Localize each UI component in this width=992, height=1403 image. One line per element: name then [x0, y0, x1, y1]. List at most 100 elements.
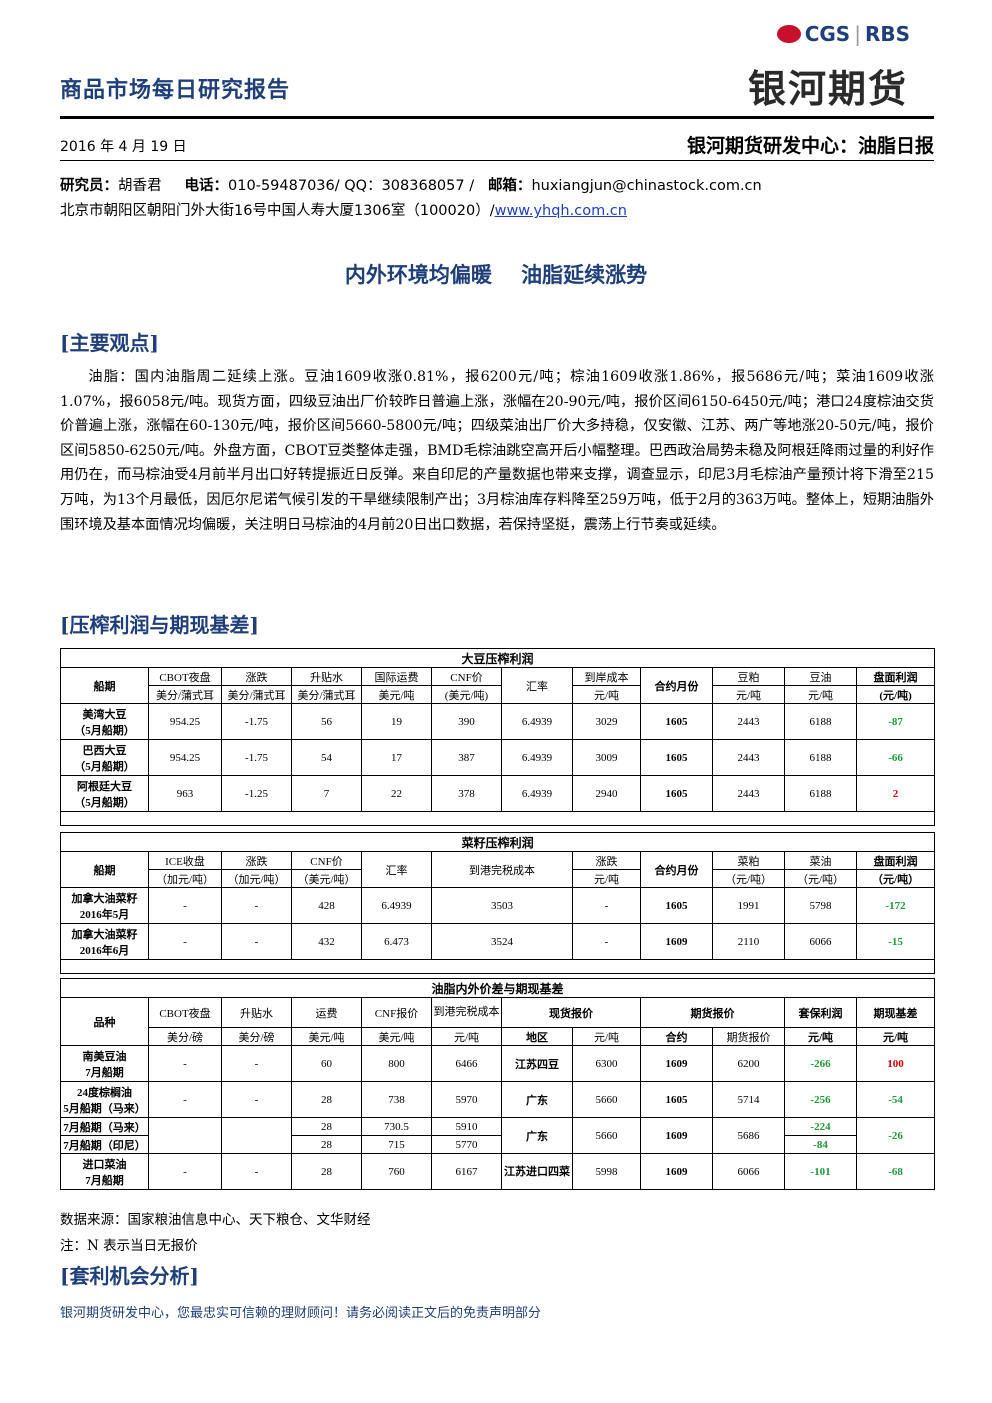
email-address[interactable]: huxiangjun@chinastock.com.cn	[531, 178, 762, 194]
logo-cgs: CGS	[804, 22, 851, 46]
logo-brand-line: CGS|RBS	[776, 22, 910, 46]
col-unit: 地区	[501, 1027, 573, 1046]
col-header: 汇率	[501, 667, 573, 704]
col-unit: 美元/吨	[291, 1027, 362, 1046]
col-header: 套保利润	[784, 997, 857, 1028]
table-row: 巴西大豆（5月船期） 954.25 -1.75 54 17 387 6.4939…	[60, 739, 936, 776]
row-label: 阿根廷大豆（5月船期）	[60, 775, 149, 812]
cell: 1609	[640, 923, 713, 960]
cell: 19	[361, 703, 432, 740]
profit-cell: 2	[855, 775, 936, 812]
table-caption: 菜籽压榨利润	[59, 832, 936, 852]
cell: 江苏四豆	[501, 1045, 573, 1082]
logo-company-name: 银河期货	[747, 67, 908, 111]
address-line: 北京市朝阳区朝阳门外大街16号中国人寿大厦1306室（100020）/www.y…	[60, 199, 627, 220]
row-label: 7月船期（马来）	[60, 1117, 149, 1136]
col-header: 汇率	[361, 851, 432, 888]
col-unit: (美元/吨)	[431, 685, 502, 704]
row-label: 巴西大豆（5月船期）	[60, 739, 149, 776]
col-unit: （美元/吨）	[291, 869, 362, 888]
cell: -	[221, 923, 292, 960]
col-unit: 美元/吨	[361, 1027, 432, 1046]
col-header: 到岸成本	[572, 667, 641, 686]
cell: 5686	[712, 1117, 785, 1154]
website-link[interactable]: www.yhqh.com.cn	[494, 203, 627, 219]
col-header: 涨跌	[221, 851, 292, 870]
col-unit: 美分/磅	[148, 1027, 222, 1046]
cell: 963	[148, 775, 222, 812]
cell: -	[221, 887, 292, 924]
cell: 954.25	[148, 739, 222, 776]
header-rule	[60, 116, 934, 119]
cell: 2443	[712, 739, 785, 776]
cell: 1609	[640, 1153, 713, 1190]
cell: 954.25	[148, 703, 222, 740]
cell: 6466	[431, 1045, 502, 1082]
cell: 6.4939	[501, 739, 573, 776]
phone-number: 010-59487036/ QQ：308368057 /	[228, 178, 475, 194]
col-header: 船期	[60, 851, 149, 888]
col-header: 船期	[60, 667, 149, 704]
cell: -	[572, 887, 641, 924]
cell: 5770	[431, 1135, 502, 1154]
cell: -	[148, 887, 222, 924]
cell: 22	[361, 775, 432, 812]
cell: 6.473	[361, 923, 432, 960]
col-unit: 元/吨	[784, 1027, 857, 1046]
cell: 广东	[501, 1081, 573, 1118]
basis-cell: 100	[855, 1045, 936, 1082]
cell-empty	[221, 1117, 292, 1154]
main-paragraph: 油脂：国内油脂周二延续上涨。豆油1609收涨0.81%，报6200元/吨；棕油1…	[60, 369, 934, 533]
cell: 1605	[640, 1081, 713, 1118]
cell: 6200	[712, 1045, 785, 1082]
cell: 1991	[712, 887, 785, 924]
cell: -1.75	[221, 703, 292, 740]
cell: 5998	[572, 1153, 641, 1190]
row-label: 7月船期（印尼）	[60, 1135, 149, 1154]
col-header: 升贴水	[221, 997, 292, 1028]
researcher-label: 研究员：	[60, 178, 118, 194]
cell-empty	[148, 1117, 222, 1154]
page-footer: 银河期货研发中心，您最忠实可信赖的理财顾问！请务必阅读正文后的免责声明部分	[60, 1306, 542, 1321]
basis-cell: -68	[855, 1153, 936, 1190]
table-spacer	[59, 811, 936, 826]
cell: 60	[291, 1045, 362, 1082]
col-unit: 美分/蒲式耳	[221, 685, 292, 704]
col-header: CBOT夜盘	[148, 667, 222, 686]
col-header: 期货报价	[640, 997, 785, 1028]
cell: 800	[361, 1045, 432, 1082]
company-logo: CGS|RBS 银河期货	[722, 22, 922, 112]
report-date: 2016 年 4 月 19 日	[60, 139, 187, 155]
table-note: 注：N 表示当日无报价	[60, 1238, 198, 1254]
col-unit: 元/吨	[712, 685, 785, 704]
col-header: 豆油	[784, 667, 857, 686]
logo-separator: |	[854, 22, 861, 46]
basis-cell: -54	[855, 1081, 936, 1118]
col-unit: 元/吨	[855, 1027, 936, 1046]
basis-cell: -26	[855, 1117, 936, 1154]
cell: -	[148, 1045, 222, 1082]
rapeseed-crush-table: 菜籽压榨利润 船期 ICE收盘 涨跌 CNF价 汇率 到港完税成本 涨跌 合约月…	[59, 832, 936, 974]
col-header: 品种	[60, 997, 149, 1046]
cell: -	[148, 923, 222, 960]
cell: 3503	[431, 887, 573, 924]
cell: 6167	[431, 1153, 502, 1190]
hedge-cell: -224	[784, 1117, 857, 1136]
col-header: 升贴水	[291, 667, 362, 686]
table-caption: 油脂内外价差与期现基差	[59, 978, 936, 998]
section-heading-arbitrage: [套利机会分析]	[60, 1264, 199, 1288]
section-heading-views: [主要观点]	[60, 331, 159, 355]
cell: 5970	[431, 1081, 502, 1118]
cell: 7	[291, 775, 362, 812]
col-unit: （元/吨）	[855, 869, 936, 888]
cell: 54	[291, 739, 362, 776]
table-spacer	[59, 959, 936, 974]
table-row: 美湾大豆（5月船期） 954.25 -1.75 56 19 390 6.4939…	[60, 703, 936, 740]
col-header: 涨跌	[221, 667, 292, 686]
cell: 1605	[640, 703, 713, 740]
